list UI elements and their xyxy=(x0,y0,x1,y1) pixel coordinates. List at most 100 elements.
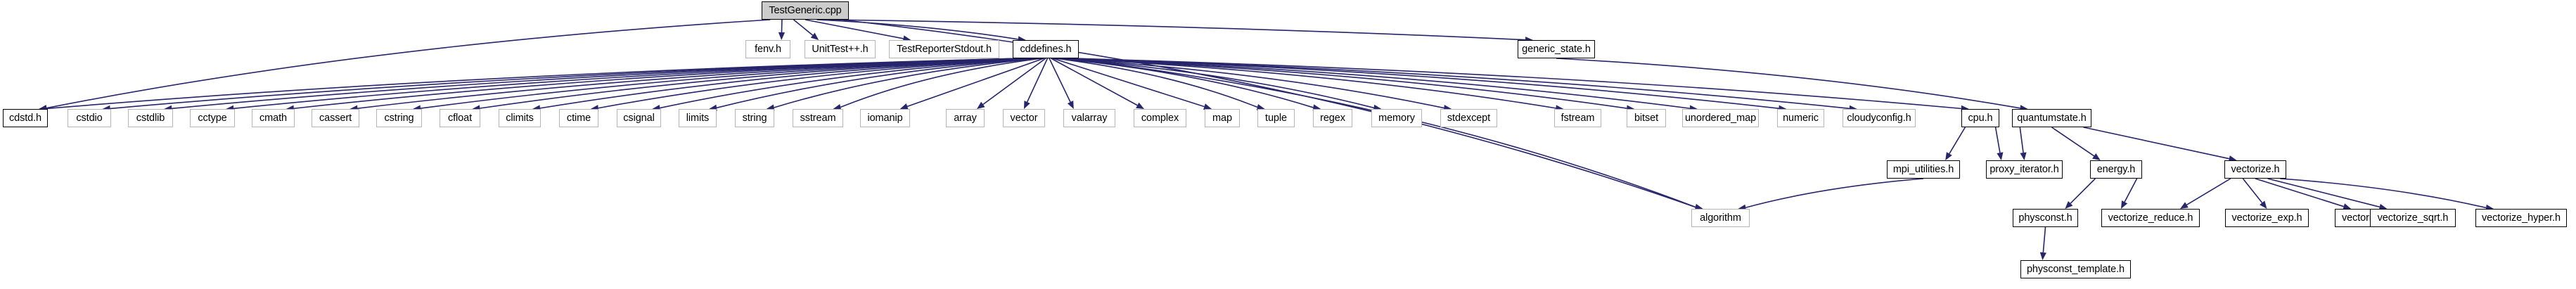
graph-node-ctime[interactable]: ctime xyxy=(559,109,598,127)
graph-node-mpi-utilities-h[interactable]: mpi_utilities.h xyxy=(1887,160,1960,179)
graph-node-label: cstdlib xyxy=(136,112,165,124)
graph-node-algorithm[interactable]: algorithm xyxy=(1691,209,1750,227)
graph-node-label: energy.h xyxy=(2096,163,2136,175)
graph-edge-arrowhead xyxy=(2092,153,2101,160)
graph-node-fenv-h[interactable]: fenv.h xyxy=(745,40,790,58)
graph-node-label: unordered_map xyxy=(1684,112,1757,124)
graph-edge-arrowhead xyxy=(1256,103,1265,110)
graph-node-quantumstate-h[interactable]: quantumstate.h xyxy=(2012,109,2091,127)
graph-edge-arrowhead xyxy=(1997,152,2004,160)
graph-edge xyxy=(1052,58,1205,108)
graph-edge-arrowhead xyxy=(977,101,985,109)
graph-edge xyxy=(2019,127,2024,153)
graph-node-label: cctype xyxy=(198,112,227,124)
graph-edge-arrowhead xyxy=(2180,202,2189,209)
graph-node-label: TestReporterStdout.h xyxy=(896,43,992,55)
graph-node-label: sstream xyxy=(800,112,836,124)
graph-node-label: bitset xyxy=(1634,112,1659,124)
graph-node-label: map xyxy=(1212,112,1232,124)
graph-edge xyxy=(840,58,1043,108)
graph-node-tuple[interactable]: tuple xyxy=(1257,109,1295,127)
graph-edge xyxy=(1070,58,1850,110)
graph-node-csignal[interactable]: csignal xyxy=(617,109,661,127)
graph-node-map[interactable]: map xyxy=(1205,109,1240,127)
graph-node-climits[interactable]: climits xyxy=(499,109,541,127)
graph-node-label: stdexcept xyxy=(1447,112,1491,124)
graph-node-proxy-iterator-h[interactable]: proxy_iterator.h xyxy=(1986,160,2063,179)
graph-node-complex[interactable]: complex xyxy=(1134,109,1186,127)
graph-node-testreporterstdout-h[interactable]: TestReporterStdout.h xyxy=(889,40,999,58)
graph-edge xyxy=(828,19,1526,41)
graph-node-cassert[interactable]: cassert xyxy=(312,109,359,127)
graph-edge xyxy=(2186,178,2231,206)
graph-node-label: cassert xyxy=(319,112,352,124)
graph-node-regex[interactable]: regex xyxy=(1313,109,1352,127)
graph-edge-arrowhead xyxy=(2020,152,2027,160)
graph-node-vectorize-exp-h[interactable]: vectorize_exp.h xyxy=(2225,209,2309,227)
graph-node-unordered-map[interactable]: unordered_map xyxy=(1682,109,1759,127)
graph-node-label: physconst.h xyxy=(2018,212,2072,224)
graph-node-cstdlib[interactable]: cstdlib xyxy=(128,109,173,127)
graph-node-vectorize-hyper-h[interactable]: vectorize_hyper.h xyxy=(2475,209,2567,227)
graph-edge-arrowhead xyxy=(2228,155,2237,162)
graph-node-cfloat[interactable]: cfloat xyxy=(440,109,480,127)
graph-edge xyxy=(1049,58,1071,103)
graph-node-generic-state-h[interactable]: generic_state.h xyxy=(1518,40,1595,58)
graph-edge xyxy=(2255,178,2344,207)
graph-node-testgeneric-cpp[interactable]: TestGeneric.cpp xyxy=(762,1,849,20)
graph-node-energy-h[interactable]: energy.h xyxy=(2090,160,2142,179)
graph-node-label: cdstd.h xyxy=(8,112,42,124)
graph-node-limits[interactable]: limits xyxy=(679,109,717,127)
graph-edge xyxy=(1949,127,1966,154)
graph-edge xyxy=(2042,226,2046,253)
graph-edge-arrowhead xyxy=(2065,200,2073,209)
graph-node-cstdio[interactable]: cstdio xyxy=(68,109,111,127)
graph-node-cstring[interactable]: cstring xyxy=(376,109,422,127)
graph-node-label: limits xyxy=(686,112,710,124)
graph-node-physconst-h[interactable]: physconst.h xyxy=(2013,209,2078,227)
graph-node-vector[interactable]: vector xyxy=(1003,109,1045,127)
graph-edge xyxy=(816,19,1018,40)
graph-node-iomanip[interactable]: iomanip xyxy=(860,109,910,127)
graph-node-vectorize-sqrt-h[interactable]: vectorize_sqrt.h xyxy=(2370,209,2456,227)
graph-node-label: cmath xyxy=(259,112,287,124)
graph-node-bitset[interactable]: bitset xyxy=(1627,109,1666,127)
graph-node-stdexcept[interactable]: stdexcept xyxy=(1440,109,1497,127)
graph-edge xyxy=(2124,178,2138,203)
graph-node-cmath[interactable]: cmath xyxy=(252,109,295,127)
graph-node-sstream[interactable]: sstream xyxy=(793,109,843,127)
graph-node-label: memory xyxy=(1378,112,1415,124)
graph-node-memory[interactable]: memory xyxy=(1371,109,1422,127)
graph-node-valarray[interactable]: valarray xyxy=(1063,109,1115,127)
graph-edge xyxy=(2242,178,2263,203)
graph-node-physconst-template-h[interactable]: physconst_template.h xyxy=(2020,260,2131,278)
graph-node-vectorize-h[interactable]: vectorize.h xyxy=(2224,160,2286,179)
graph-node-cdstd-h[interactable]: cdstd.h xyxy=(3,109,48,127)
graph-node-array[interactable]: array xyxy=(946,109,985,127)
graph-node-numeric[interactable]: numeric xyxy=(1777,109,1824,127)
graph-edge xyxy=(1051,58,1138,106)
graph-node-unittest-h[interactable]: UnitTest++.h xyxy=(805,40,876,58)
graph-node-fstream[interactable]: fstream xyxy=(1554,109,1601,127)
graph-node-label: cstring xyxy=(384,112,414,124)
graph-node-label: vectorize_sqrt.h xyxy=(2377,212,2449,224)
graph-node-vectorize-reduce-h[interactable]: vectorize_reduce.h xyxy=(2101,209,2200,227)
graph-edge-arrowhead xyxy=(1694,203,1703,210)
graph-edge xyxy=(2267,178,2380,208)
graph-node-label: UnitTest++.h xyxy=(812,43,869,55)
graph-node-label: proxy_iterator.h xyxy=(1989,163,2059,175)
graph-edge xyxy=(716,58,1039,109)
graph-node-cddefines-h[interactable]: cddefines.h xyxy=(1013,40,1079,58)
graph-edge xyxy=(1556,58,2020,109)
graph-edge xyxy=(2070,178,2096,204)
graph-edge xyxy=(2083,127,2230,160)
graph-node-cpu-h[interactable]: cpu.h xyxy=(1961,109,1999,127)
graph-edge-arrowhead xyxy=(778,32,786,40)
graph-edge-arrowhead xyxy=(899,103,909,110)
graph-node-cloudyconfig-h[interactable]: cloudyconfig.h xyxy=(1843,109,1916,127)
graph-node-cctype[interactable]: cctype xyxy=(190,109,235,127)
graph-edge xyxy=(1056,58,1314,108)
graph-edge xyxy=(774,58,1041,108)
graph-node-string[interactable]: string xyxy=(735,109,774,127)
